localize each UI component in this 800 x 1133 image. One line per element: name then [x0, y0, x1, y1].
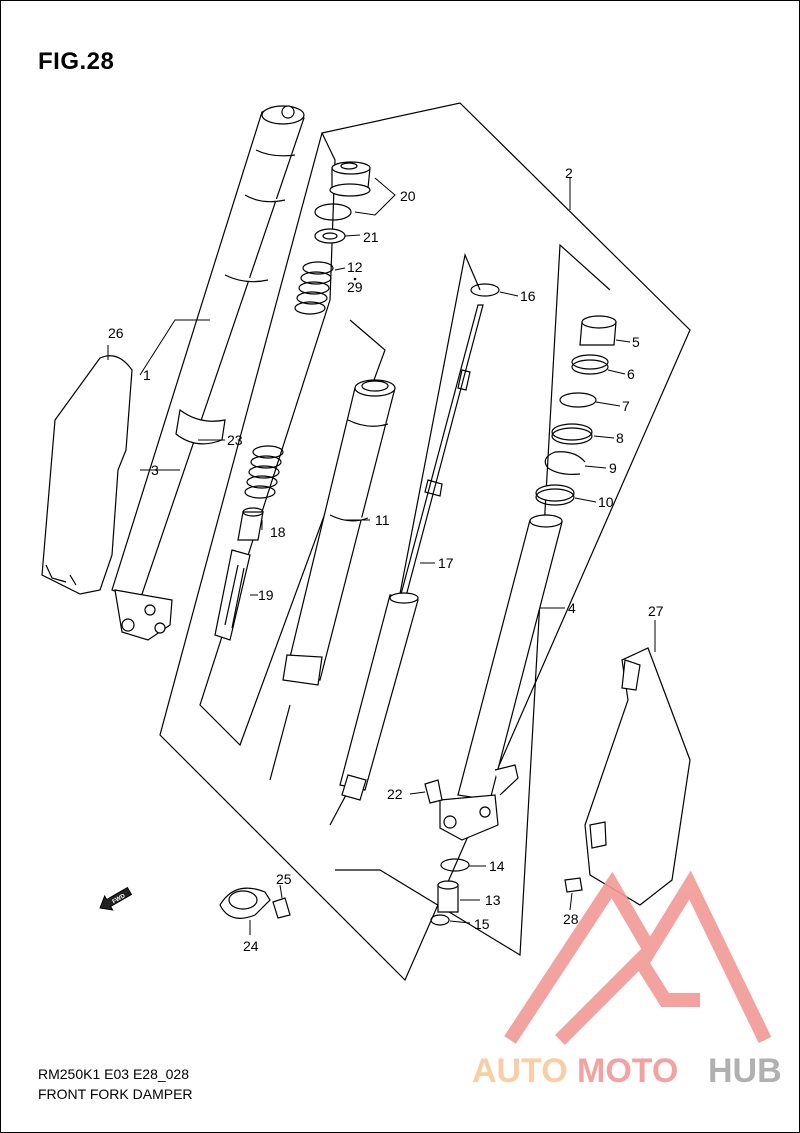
part-number: 5 — [632, 334, 640, 350]
part-number: 8 — [616, 430, 624, 446]
part-number: 27 — [648, 603, 664, 619]
seal-washer — [559, 392, 597, 408]
dust-seal — [535, 484, 575, 502]
stopper-ring — [544, 451, 586, 475]
fork-cap-bolt — [329, 161, 371, 197]
part-number: 17 — [438, 555, 454, 571]
figure-title: FIG.28 — [38, 48, 115, 75]
model-code: RM250K1 E03 E28_028 — [38, 1066, 189, 1082]
part-number: 10 — [598, 494, 614, 510]
watermark-suffix: HUB — [708, 1052, 782, 1090]
fork-guard — [41, 355, 133, 595]
part-number: 2 — [565, 165, 573, 181]
oil-seal — [551, 423, 593, 441]
guard-bolt — [564, 877, 583, 893]
part-number: 7 — [622, 398, 630, 414]
base-valve — [437, 880, 459, 913]
outer-tube — [111, 105, 305, 601]
spring-guide — [214, 549, 251, 641]
forward-arrow-icon — [99, 886, 133, 911]
part-number: 20 — [400, 188, 416, 204]
watermark-prefix: AUTO — [472, 1052, 568, 1090]
assembly-outline — [159, 102, 691, 982]
part-number: 23 — [227, 432, 243, 448]
clamp-bolt — [272, 897, 291, 919]
part-number: 14 — [489, 858, 505, 874]
part-number-labels: 1 2 3 4 5 6 7 8 9 10 11 12 13 14 15 16 1… — [108, 165, 664, 954]
air-bleed-bolt — [424, 779, 443, 804]
part-number: 4 — [568, 600, 576, 616]
group-outline-spring — [199, 132, 386, 747]
part-number: 11 — [375, 512, 390, 528]
spring-spacer — [237, 511, 264, 541]
brand-logo-icon — [504, 870, 772, 1045]
part-number: 13 — [485, 892, 501, 908]
part-number: 12 — [347, 259, 363, 275]
part-number: 15 — [474, 916, 490, 932]
part-number: 9 — [609, 460, 617, 476]
part-number: 25 — [276, 871, 292, 887]
part-number: 29 — [347, 279, 363, 295]
part-number: 21 — [363, 229, 379, 245]
part-number: 18 — [270, 524, 286, 540]
part-number: 24 — [243, 938, 259, 954]
watermark: AUTO MOTO HUB — [472, 870, 782, 1090]
upper-spring — [294, 261, 334, 315]
part-number: 3 — [151, 462, 159, 478]
fork-guard-right — [584, 647, 691, 906]
axle-bracket — [114, 589, 173, 641]
part-number: 22 — [387, 786, 403, 802]
diagram-name: FRONT FORK DAMPER — [38, 1086, 193, 1102]
part-number: 26 — [108, 325, 124, 341]
leader-lines — [107, 177, 656, 935]
inner-tube — [282, 379, 396, 686]
group-outline-damper-rod — [335, 243, 611, 957]
part-number: 16 — [520, 288, 536, 304]
part-number: 6 — [627, 366, 635, 382]
base-washer — [440, 858, 470, 872]
cap-o-ring — [314, 203, 352, 221]
lower-spring — [244, 445, 284, 499]
part-number: 19 — [258, 587, 274, 603]
part-number: 28 — [563, 911, 579, 927]
rod-washer — [470, 283, 500, 297]
lower-tube — [439, 514, 563, 841]
part-number: 1 — [143, 367, 151, 383]
base-o-ring — [430, 914, 450, 926]
watermark-middle: MOTO — [577, 1052, 678, 1090]
cap-washer — [314, 228, 346, 244]
direction-marker: FWD — [99, 886, 133, 911]
fork-clamp — [219, 887, 271, 919]
damper-cartridge — [339, 592, 419, 801]
